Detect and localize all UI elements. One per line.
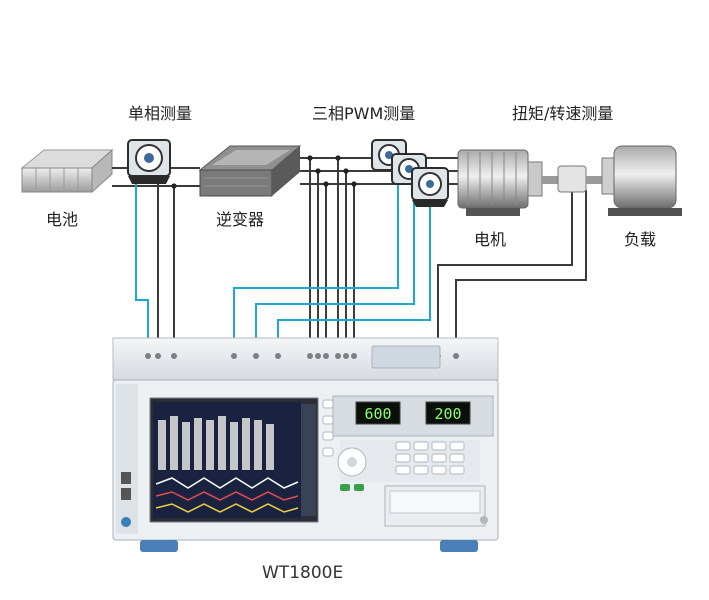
current-sensor-icon [411, 167, 449, 207]
numeric-display-right: 200 [425, 401, 471, 425]
label-inverter: 逆变器 [216, 210, 265, 229]
label-motor: 电机 [474, 230, 507, 249]
display-left-value: 600 [364, 405, 391, 423]
torque-sensor-icon [542, 165, 604, 193]
label-battery: 电池 [46, 210, 79, 229]
label-torque-speed: 扭矩/转速测量 [512, 104, 614, 123]
label-load: 负载 [624, 230, 657, 249]
load-icon [601, 145, 682, 216]
input-panel [112, 337, 499, 381]
label-three-phase: 三相PWM测量 [312, 104, 416, 123]
inverter-icon [198, 145, 302, 197]
numeric-display-left: 600 [355, 401, 401, 425]
label-single-phase: 单相测量 [128, 104, 193, 123]
current-sensor-icon [127, 139, 171, 184]
wt1800e-instrument: 600 200 [112, 379, 499, 552]
display-right-value: 200 [434, 405, 461, 423]
motor-icon [457, 149, 543, 216]
label-instrument: WT1800E [262, 563, 344, 583]
battery-icon [20, 148, 114, 194]
